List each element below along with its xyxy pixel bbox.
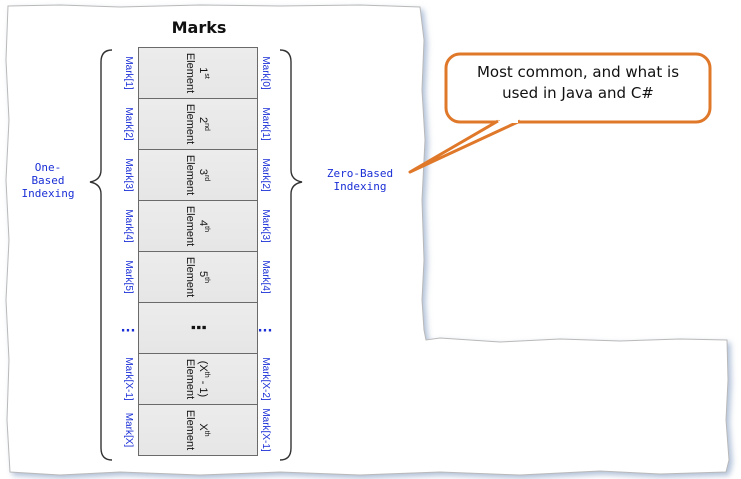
one-based-index-label: Mark[2]	[123, 107, 134, 141]
one-based-index-label: Mark[3]	[123, 158, 134, 192]
callout-line: used in Java and C#	[502, 84, 654, 102]
element-ordinal: (X	[197, 360, 210, 372]
element-ordinal-suffix: th	[202, 226, 210, 232]
zero-based-index-label: Mark[X-1]	[260, 408, 271, 452]
element-word: Element	[184, 205, 197, 247]
zero-based-index-label: Mark[2]	[260, 158, 271, 192]
element-word: Element	[184, 52, 197, 94]
element-ordinal-suffix: nd	[202, 123, 210, 131]
zero-based-index-label: ...	[257, 320, 273, 336]
one-based-index-label: Mark[X]	[123, 412, 134, 448]
zero-based-index-label: Mark[3]	[260, 209, 271, 243]
element-ordinal: X	[197, 423, 210, 431]
array-cell: Xth Element	[139, 405, 257, 456]
zero-based-index-label: Mark[X-2]	[260, 357, 271, 401]
ellipsis-glyph: ⋮	[187, 318, 209, 338]
one-based-index-label: Mark[1]	[123, 56, 134, 90]
element-word: Element	[184, 154, 197, 196]
one-based-indexing-label: One- Based Indexing	[14, 161, 82, 200]
element-word: Element	[184, 256, 197, 298]
zero-based-index-label: Mark[0]	[260, 56, 271, 90]
zero-based-label-line: Zero-Based	[326, 167, 394, 180]
element-ordinal-suffix: th	[202, 430, 210, 437]
element-label: (Xth - 1)Element	[183, 359, 213, 399]
element-ordinal-tail: - 1)	[197, 377, 210, 398]
element-word: Element	[184, 103, 197, 145]
array-cell: ⋮	[139, 303, 257, 354]
callout-text: Most common, and what is used in Java an…	[450, 62, 706, 104]
one-based-index-label: Mark[5]	[123, 260, 134, 294]
zero-based-label-line: Indexing	[333, 180, 387, 193]
diagram-title: Marks	[171, 18, 227, 37]
array-cell: (Xth - 1)Element	[139, 354, 257, 405]
one-based-index-label: Mark[X-1]	[123, 357, 134, 401]
one-based-label-line: Indexing	[21, 187, 75, 200]
element-label: Xth Element	[183, 410, 213, 450]
element-ordinal-suffix: rd	[202, 174, 210, 182]
callout-line: Most common, and what is	[476, 63, 680, 81]
zero-based-indexing-label: Zero-Based Indexing	[314, 167, 406, 193]
element-ordinal-suffix: st	[202, 73, 210, 79]
element-ordinal-suffix: th	[202, 277, 210, 283]
element-word: Element	[184, 358, 197, 400]
one-based-label-line: One-	[34, 161, 62, 174]
one-based-index-label: ...	[120, 320, 136, 336]
element-word: Element	[184, 409, 197, 451]
one-based-index-label: Mark[4]	[123, 209, 134, 243]
one-based-label-line: Based	[31, 174, 65, 187]
zero-based-index-label: Mark[4]	[260, 260, 271, 294]
zero-based-index-label: Mark[1]	[260, 107, 271, 141]
